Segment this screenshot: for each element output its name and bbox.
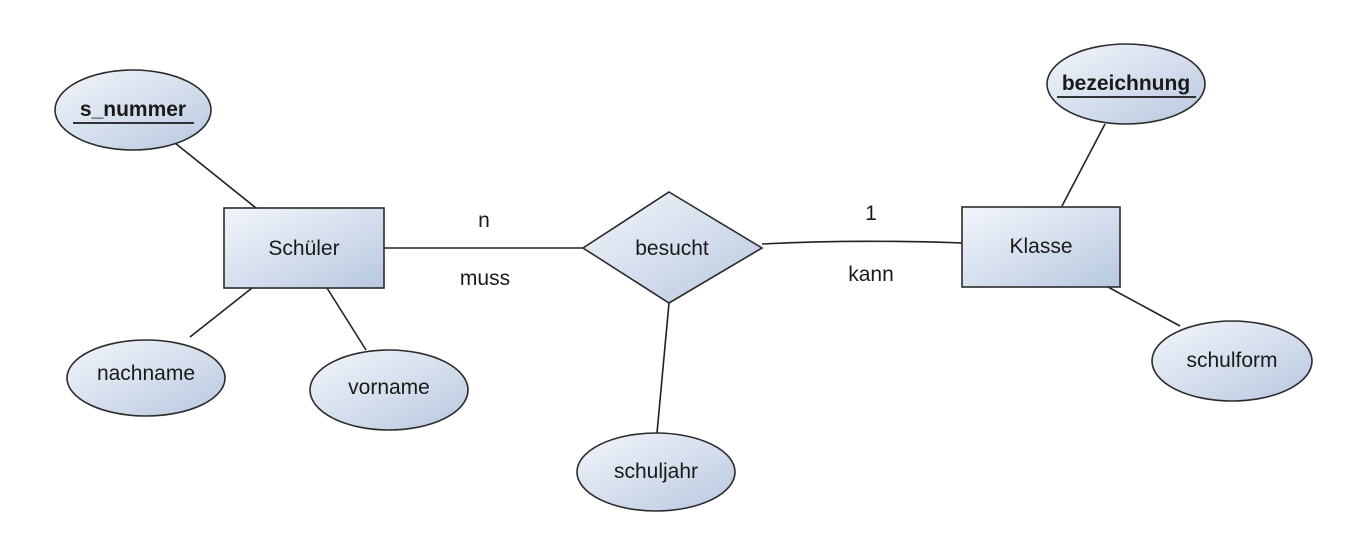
attribute-schulform-label: schulform — [1186, 349, 1277, 372]
entity-schueler[interactable] — [223, 207, 385, 289]
attribute-schulform[interactable] — [1151, 320, 1313, 402]
entity-klasse-label: Klasse — [1009, 235, 1072, 258]
attribute-s-nummer[interactable] — [54, 69, 212, 151]
attribute-s-nummer-label: s_nummer — [80, 98, 186, 121]
relationship-besucht-label: besucht — [635, 237, 709, 260]
cardinality-klasse-side: 1 — [865, 202, 877, 225]
cardinality-schueler-side: n — [478, 209, 490, 232]
attribute-schuljahr[interactable] — [576, 432, 736, 512]
edge-besucht-schuljahr — [656, 302, 670, 434]
edge-nachname-schueler — [189, 287, 253, 338]
attribute-bezeichnung-label: bezeichnung — [1062, 72, 1190, 95]
participation-klasse-side: kann — [848, 263, 894, 286]
attribute-nachname-label: nachname — [97, 362, 195, 385]
edge-vorname-schueler — [326, 287, 367, 351]
edge-klasse-schulform — [1107, 286, 1181, 327]
attribute-vorname-label: vorname — [348, 376, 430, 399]
relationship-besucht[interactable] — [581, 191, 764, 304]
participation-schueler-side: muss — [460, 267, 510, 290]
edge-s-nummer-schueler — [174, 142, 257, 209]
attribute-bezeichnung[interactable] — [1046, 43, 1206, 125]
attribute-schuljahr-label: schuljahr — [614, 460, 698, 483]
edge-besucht-klasse — [761, 240, 963, 245]
entity-klasse[interactable] — [961, 206, 1121, 288]
attribute-vorname[interactable] — [309, 349, 469, 431]
edge-bezeichnung-klasse — [1061, 123, 1106, 207]
entity-schueler-label: Schüler — [268, 237, 339, 260]
attribute-nachname[interactable] — [66, 339, 226, 417]
